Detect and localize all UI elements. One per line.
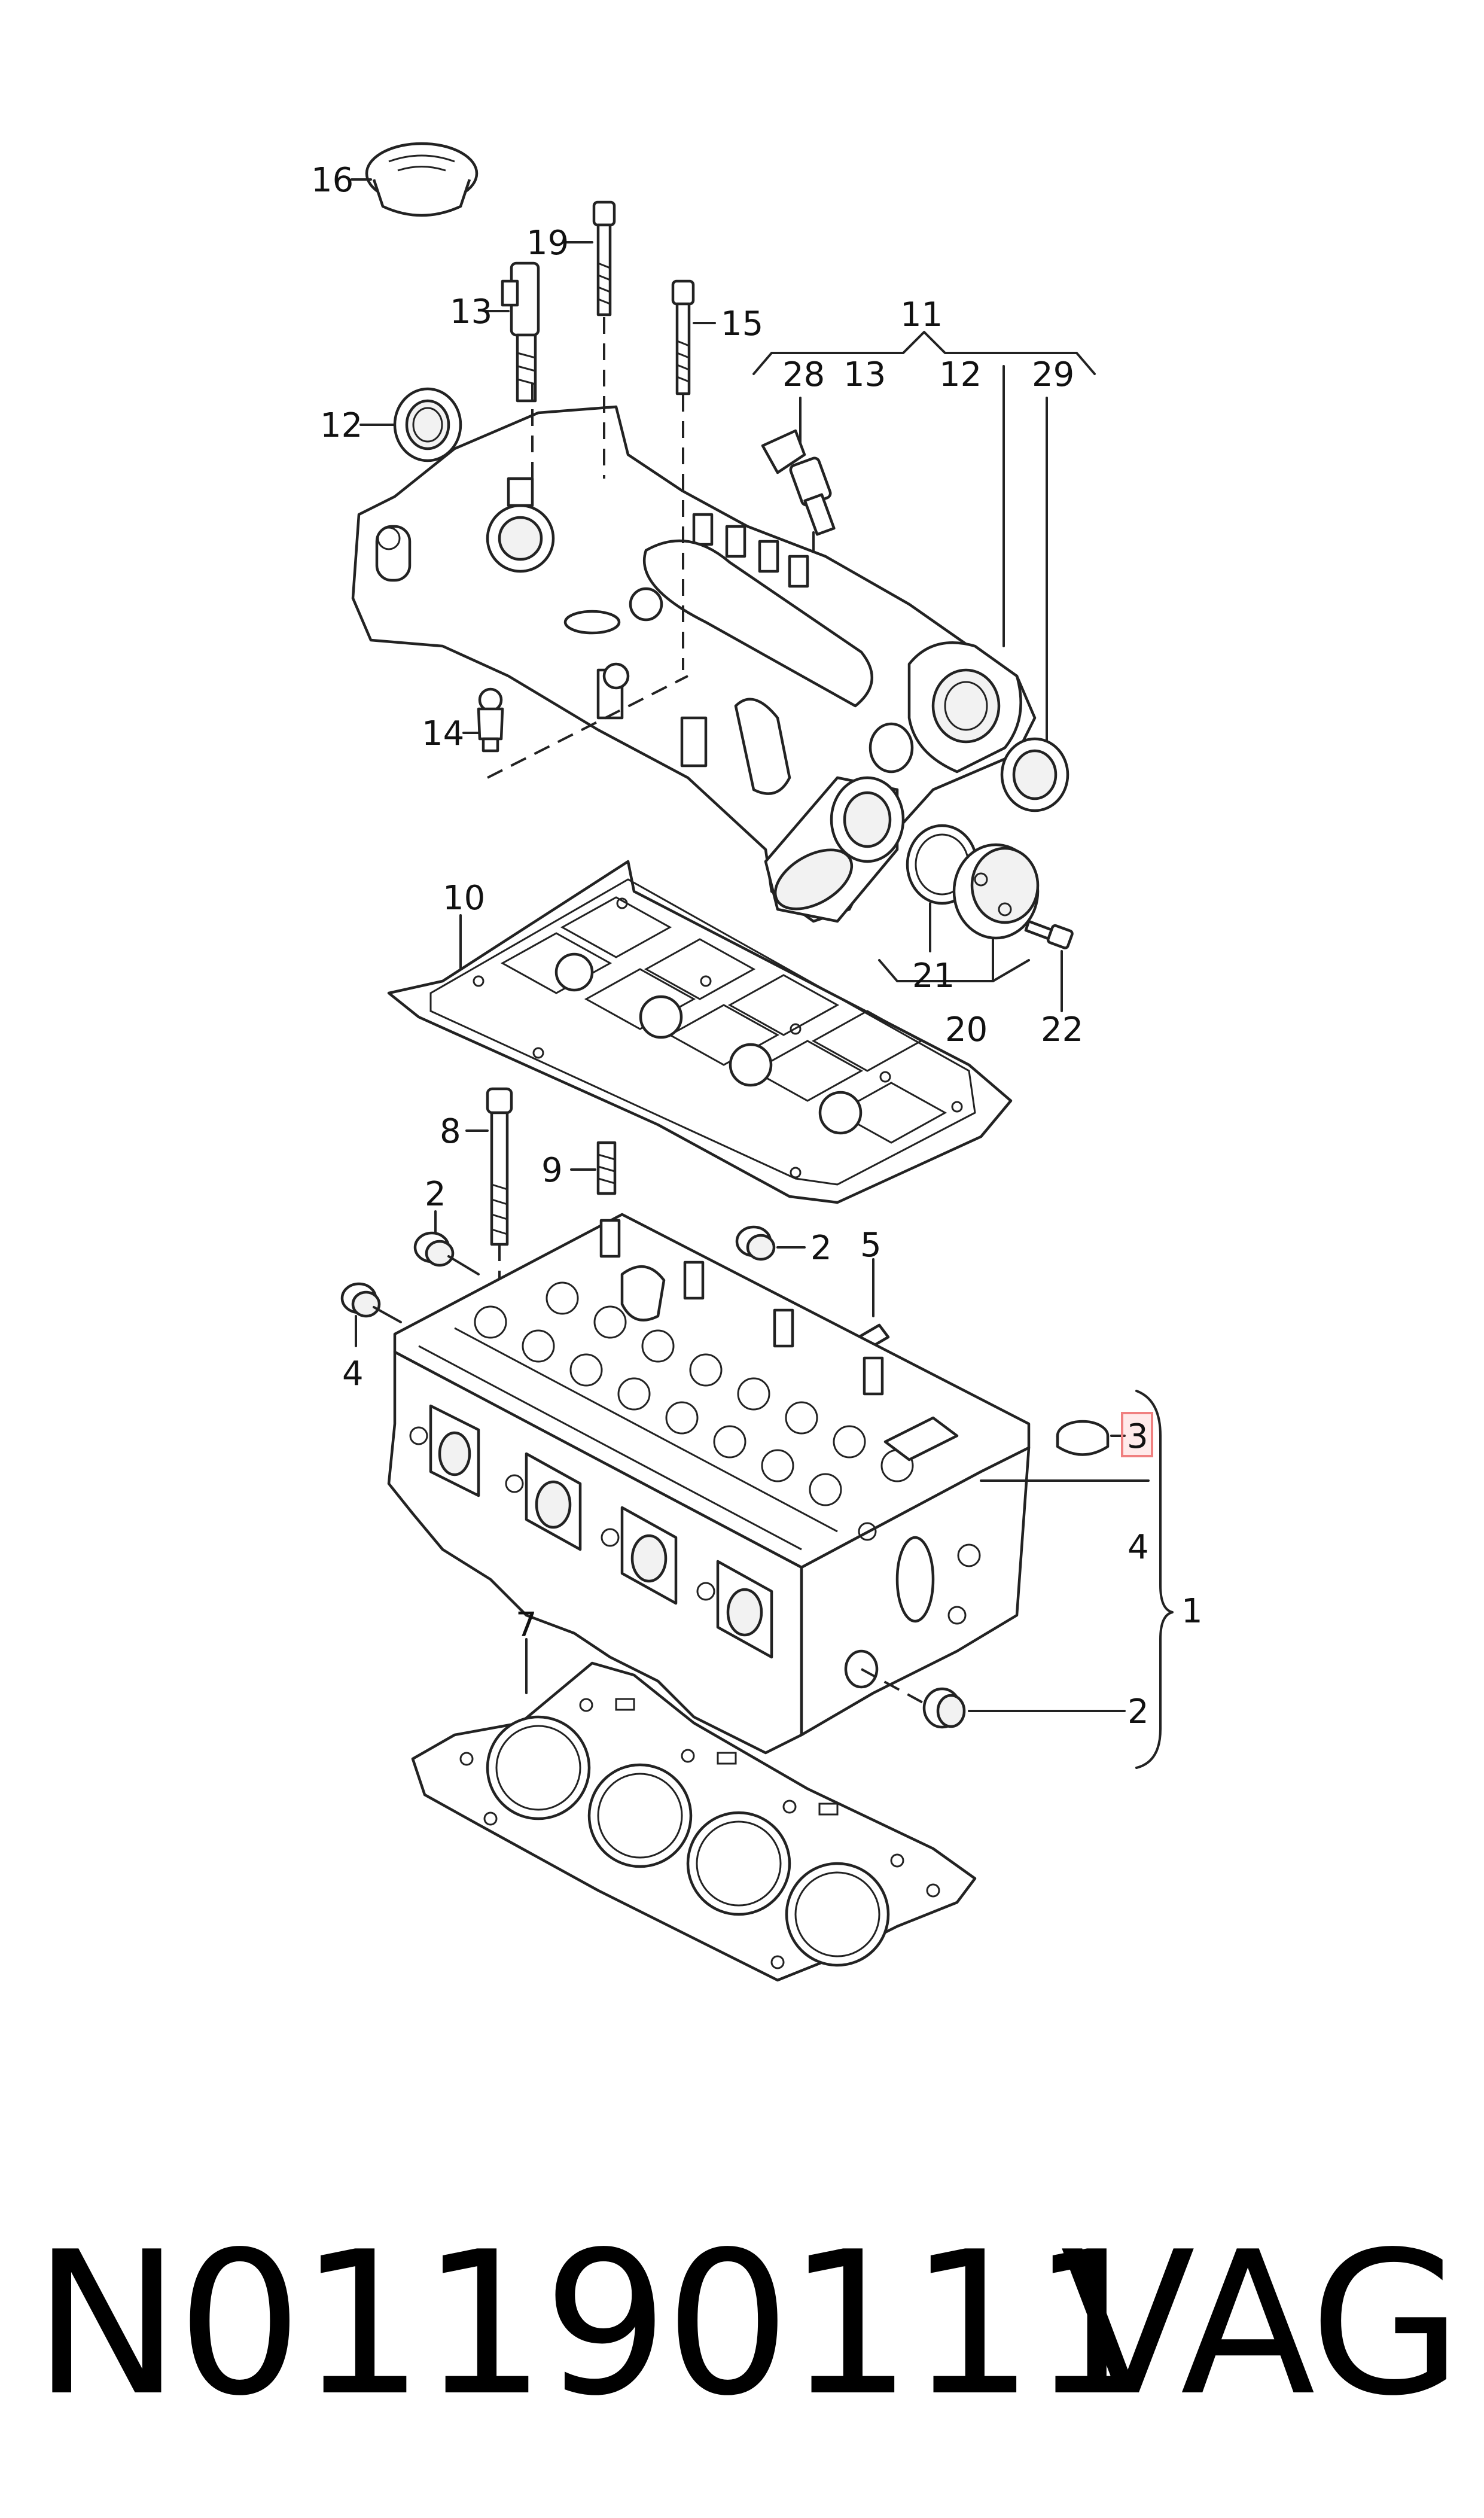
callout-10: 10 xyxy=(443,879,485,918)
callout-28: 28 xyxy=(782,355,825,394)
bolt-19 xyxy=(592,200,616,316)
breather-valve-14 xyxy=(477,687,504,753)
cylinder-head xyxy=(387,1213,1031,1755)
head-bolt-8 xyxy=(486,1087,513,1246)
callout-1: 1 xyxy=(1181,1592,1203,1631)
seal-12 xyxy=(393,387,462,462)
callout-4b: 4 xyxy=(1128,1528,1149,1567)
oil-filler-cap xyxy=(365,142,479,217)
callout-22: 22 xyxy=(1041,1010,1083,1049)
bolt-15 xyxy=(671,279,695,395)
plug-3 xyxy=(1056,1420,1110,1456)
callout-19: 19 xyxy=(526,224,569,263)
callout-21: 21 xyxy=(912,957,955,995)
dash-line-1 xyxy=(487,675,688,779)
callout-20: 20 xyxy=(945,1010,988,1049)
solenoid-valve-13 xyxy=(501,261,540,403)
callout-5: 5 xyxy=(860,1226,882,1265)
callout-2b: 2 xyxy=(810,1229,832,1268)
callout-16: 16 xyxy=(311,161,354,200)
callout-15: 15 xyxy=(721,305,763,343)
head-gasket-7 xyxy=(411,1661,977,1982)
brand-label: VAG xyxy=(1060,2209,1462,2439)
callout-2c: 2 xyxy=(1128,1692,1149,1731)
camshaft-sensor-28 xyxy=(761,429,836,536)
plug-2-bottom xyxy=(922,1687,966,1729)
callout-13a: 13 xyxy=(450,293,492,331)
callout-7: 7 xyxy=(516,1606,537,1645)
callout-2a: 2 xyxy=(425,1175,446,1214)
cover-20 xyxy=(952,843,1040,940)
bracket-11 xyxy=(752,331,1096,375)
leader-4a-b xyxy=(373,1306,402,1323)
callout-9: 9 xyxy=(541,1151,563,1190)
plug-4-left xyxy=(340,1282,381,1318)
exploded-parts-diagram: 16 19 13 15 11 28 13 12 29 xyxy=(311,142,1203,1982)
callout-29: 29 xyxy=(1032,355,1074,394)
plug-2-top xyxy=(735,1225,776,1261)
plug-2-left xyxy=(413,1231,455,1267)
callout-4a: 4 xyxy=(342,1354,364,1393)
callout-13b: 13 xyxy=(843,355,886,394)
gasket-10 xyxy=(387,860,1013,1204)
bracket-20 xyxy=(878,959,1030,982)
callout-3-highlight xyxy=(1121,1412,1153,1457)
seal-29 xyxy=(1000,737,1069,812)
callout-3: 3 xyxy=(1127,1417,1148,1456)
callout-12b: 12 xyxy=(320,406,362,445)
brace-1 xyxy=(1135,1390,1174,1769)
cylinder-head-cover xyxy=(351,405,1037,923)
callout-11: 11 xyxy=(900,296,943,334)
dash-line-7 xyxy=(861,1668,928,1706)
part-number: N01190111 xyxy=(33,2209,1157,2439)
callout-14: 14 xyxy=(422,714,464,753)
leader-2a-b xyxy=(447,1255,480,1275)
callout-12a: 12 xyxy=(939,355,982,394)
stud-9 xyxy=(596,1141,617,1195)
bolt-22 xyxy=(1024,919,1074,949)
callout-8: 8 xyxy=(440,1112,461,1151)
